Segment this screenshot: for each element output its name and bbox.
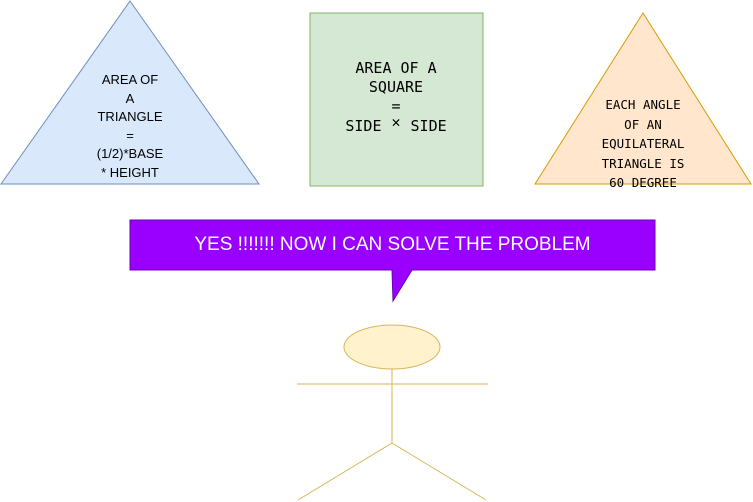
equilateral-line-3: EQUILATERAL — [601, 136, 685, 152]
square-area-shape — [309, 12, 484, 187]
square-side-left: SIDE — [345, 117, 382, 135]
speech-bubble-shape — [129, 219, 656, 303]
triangle-area-line-1: AREA OF — [101, 72, 159, 87]
triangle-area-line-2: A — [125, 90, 135, 106]
square-area-label: AREA OF A SQUARE = SIDE ✕ SIDE — [312, 59, 480, 136]
speech-bubble-text: YES !!!!!!! NOW I CAN SOLVE THE PROBLEM — [194, 234, 591, 255]
stick-figure-right-leg — [391, 442, 487, 501]
triangle-area-line-4: = — [126, 127, 134, 143]
square-area-line-1: AREA OF A — [355, 59, 437, 77]
equilateral-line-2: OF AN — [624, 116, 662, 132]
times-icon: ✕ — [391, 113, 401, 131]
triangle-area-shape — [0, 0, 260, 185]
equilateral-triangle-shape — [534, 12, 752, 185]
stick-figure — [297, 324, 488, 501]
equilateral-label: EACH ANGLE OF AN EQUILATERAL TRIANGLE IS… — [560, 95, 726, 193]
equilateral-line-1: EACH ANGLE — [605, 97, 681, 112]
square-area-equals: = — [391, 97, 401, 115]
stick-figure-left-leg — [297, 442, 393, 501]
triangle-area-line-3: TRIANGLE — [97, 109, 163, 124]
triangle-area-line-6: * HEIGHT — [101, 164, 159, 180]
equilateral-line-5: 60 DEGREE — [609, 175, 677, 191]
square-area-formula-row: SIDE ✕ SIDE — [312, 113, 480, 136]
square-area-line-2: SQUARE — [368, 78, 424, 96]
triangle-area-line-5: (1/2)*BASE — [96, 146, 164, 161]
stick-figure-head — [343, 324, 441, 370]
triangle-area-label: AREA OF A TRIANGLE = (1/2)*BASE * HEIGHT — [60, 71, 200, 182]
equilateral-line-4: TRIANGLE IS — [601, 155, 685, 171]
square-side-right: SIDE — [410, 117, 447, 135]
